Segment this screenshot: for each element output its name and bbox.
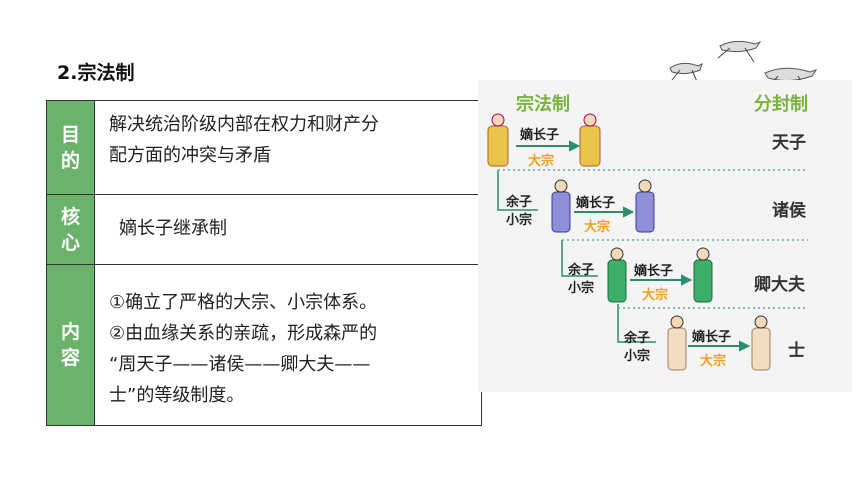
row-label-content: 内 容 bbox=[47, 265, 94, 425]
crane-icon bbox=[669, 62, 703, 75]
row-label-core: 核 心 bbox=[47, 195, 94, 264]
rank-shi: 士 bbox=[788, 341, 805, 361]
summary-table: 目 的 解决统治阶级内部在权力和财产分 配方面的冲突与矛盾 核 心 嫡长子继承制… bbox=[46, 100, 482, 426]
arrow-label-dizhangzi: 嫡长子 bbox=[520, 128, 560, 143]
yuzi-xiaozong-label: 余子 小宗 bbox=[568, 262, 594, 298]
table-row-content: 内 容 ①确立了严格的大宗、小宗体系。 ②由血缘关系的亲疏，形成森严的 “周天子… bbox=[47, 265, 481, 425]
yuzi-label: 余子 bbox=[624, 331, 651, 346]
xiaozong-label: 小宗 bbox=[506, 213, 533, 228]
content-line: ①确立了严格的大宗、小宗体系。 bbox=[109, 292, 378, 313]
content-line: “周天子——诸侯——卿大夫—— bbox=[109, 354, 371, 375]
crane-icon bbox=[764, 67, 818, 82]
xiaozong-label: 小宗 bbox=[568, 281, 595, 296]
yuzi-label: 余子 bbox=[568, 263, 595, 278]
label-char: 核 bbox=[60, 205, 80, 228]
zongfa-diagram: 宗法制 分封制 bbox=[478, 80, 852, 392]
label-char: 心 bbox=[60, 231, 80, 254]
heading-fenfeng: 分封制 bbox=[754, 94, 808, 115]
dazong-label: 大宗 bbox=[700, 354, 727, 369]
yuzi-xiaozong-label: 余子 小宗 bbox=[506, 194, 532, 230]
rank-tianzi: 天子 bbox=[772, 133, 806, 153]
label-char: 目 bbox=[60, 123, 80, 146]
dazong-label: 大宗 bbox=[584, 220, 611, 235]
dazong-label: 大宗 bbox=[642, 288, 669, 303]
arrow-label-dizhangzi: 嫡长子 bbox=[634, 264, 674, 279]
label-char: 的 bbox=[60, 149, 80, 172]
row-content-purpose: 解决统治阶级内部在权力和财产分 配方面的冲突与矛盾 bbox=[94, 101, 481, 194]
xiaozong-label: 小宗 bbox=[624, 349, 651, 364]
table-row-purpose: 目 的 解决统治阶级内部在权力和财产分 配方面的冲突与矛盾 bbox=[47, 101, 481, 195]
arrow-label-dizhangzi: 嫡长子 bbox=[692, 330, 732, 345]
arrow-label-dizhangzi: 嫡长子 bbox=[576, 196, 616, 211]
row-content-core: 嫡长子继承制 bbox=[94, 195, 481, 264]
diagram-lines bbox=[487, 113, 808, 371]
row-label-purpose: 目 的 bbox=[47, 101, 94, 194]
yuzi-label: 余子 bbox=[506, 195, 533, 210]
content-line: 士”的等级制度。 bbox=[109, 385, 245, 406]
heading-zongfa: 宗法制 bbox=[516, 94, 570, 115]
rank-qingdafu: 卿大夫 bbox=[754, 275, 805, 295]
row-content-content: ①确立了严格的大宗、小宗体系。 ②由血缘关系的亲疏，形成森严的 “周天子——诸侯… bbox=[94, 265, 481, 425]
yuzi-xiaozong-label: 余子 小宗 bbox=[624, 330, 650, 366]
label-char: 容 bbox=[60, 347, 80, 369]
content-line: ②由血缘关系的亲疏，形成森严的 bbox=[109, 323, 378, 344]
content-line: 解决统治阶级内部在权力和财产分 bbox=[109, 114, 379, 135]
dazong-label: 大宗 bbox=[528, 154, 555, 169]
rank-zhuhou: 诸侯 bbox=[772, 201, 806, 221]
content-line: 嫡长子继承制 bbox=[119, 218, 227, 239]
content-line: 配方面的冲突与矛盾 bbox=[109, 145, 271, 166]
label-char: 内 bbox=[60, 321, 80, 343]
figure-group bbox=[487, 113, 771, 371]
crane-icon bbox=[719, 40, 762, 53]
table-row-core: 核 心 嫡长子继承制 bbox=[47, 195, 481, 265]
section-title: 2.宗法制 bbox=[57, 62, 135, 84]
